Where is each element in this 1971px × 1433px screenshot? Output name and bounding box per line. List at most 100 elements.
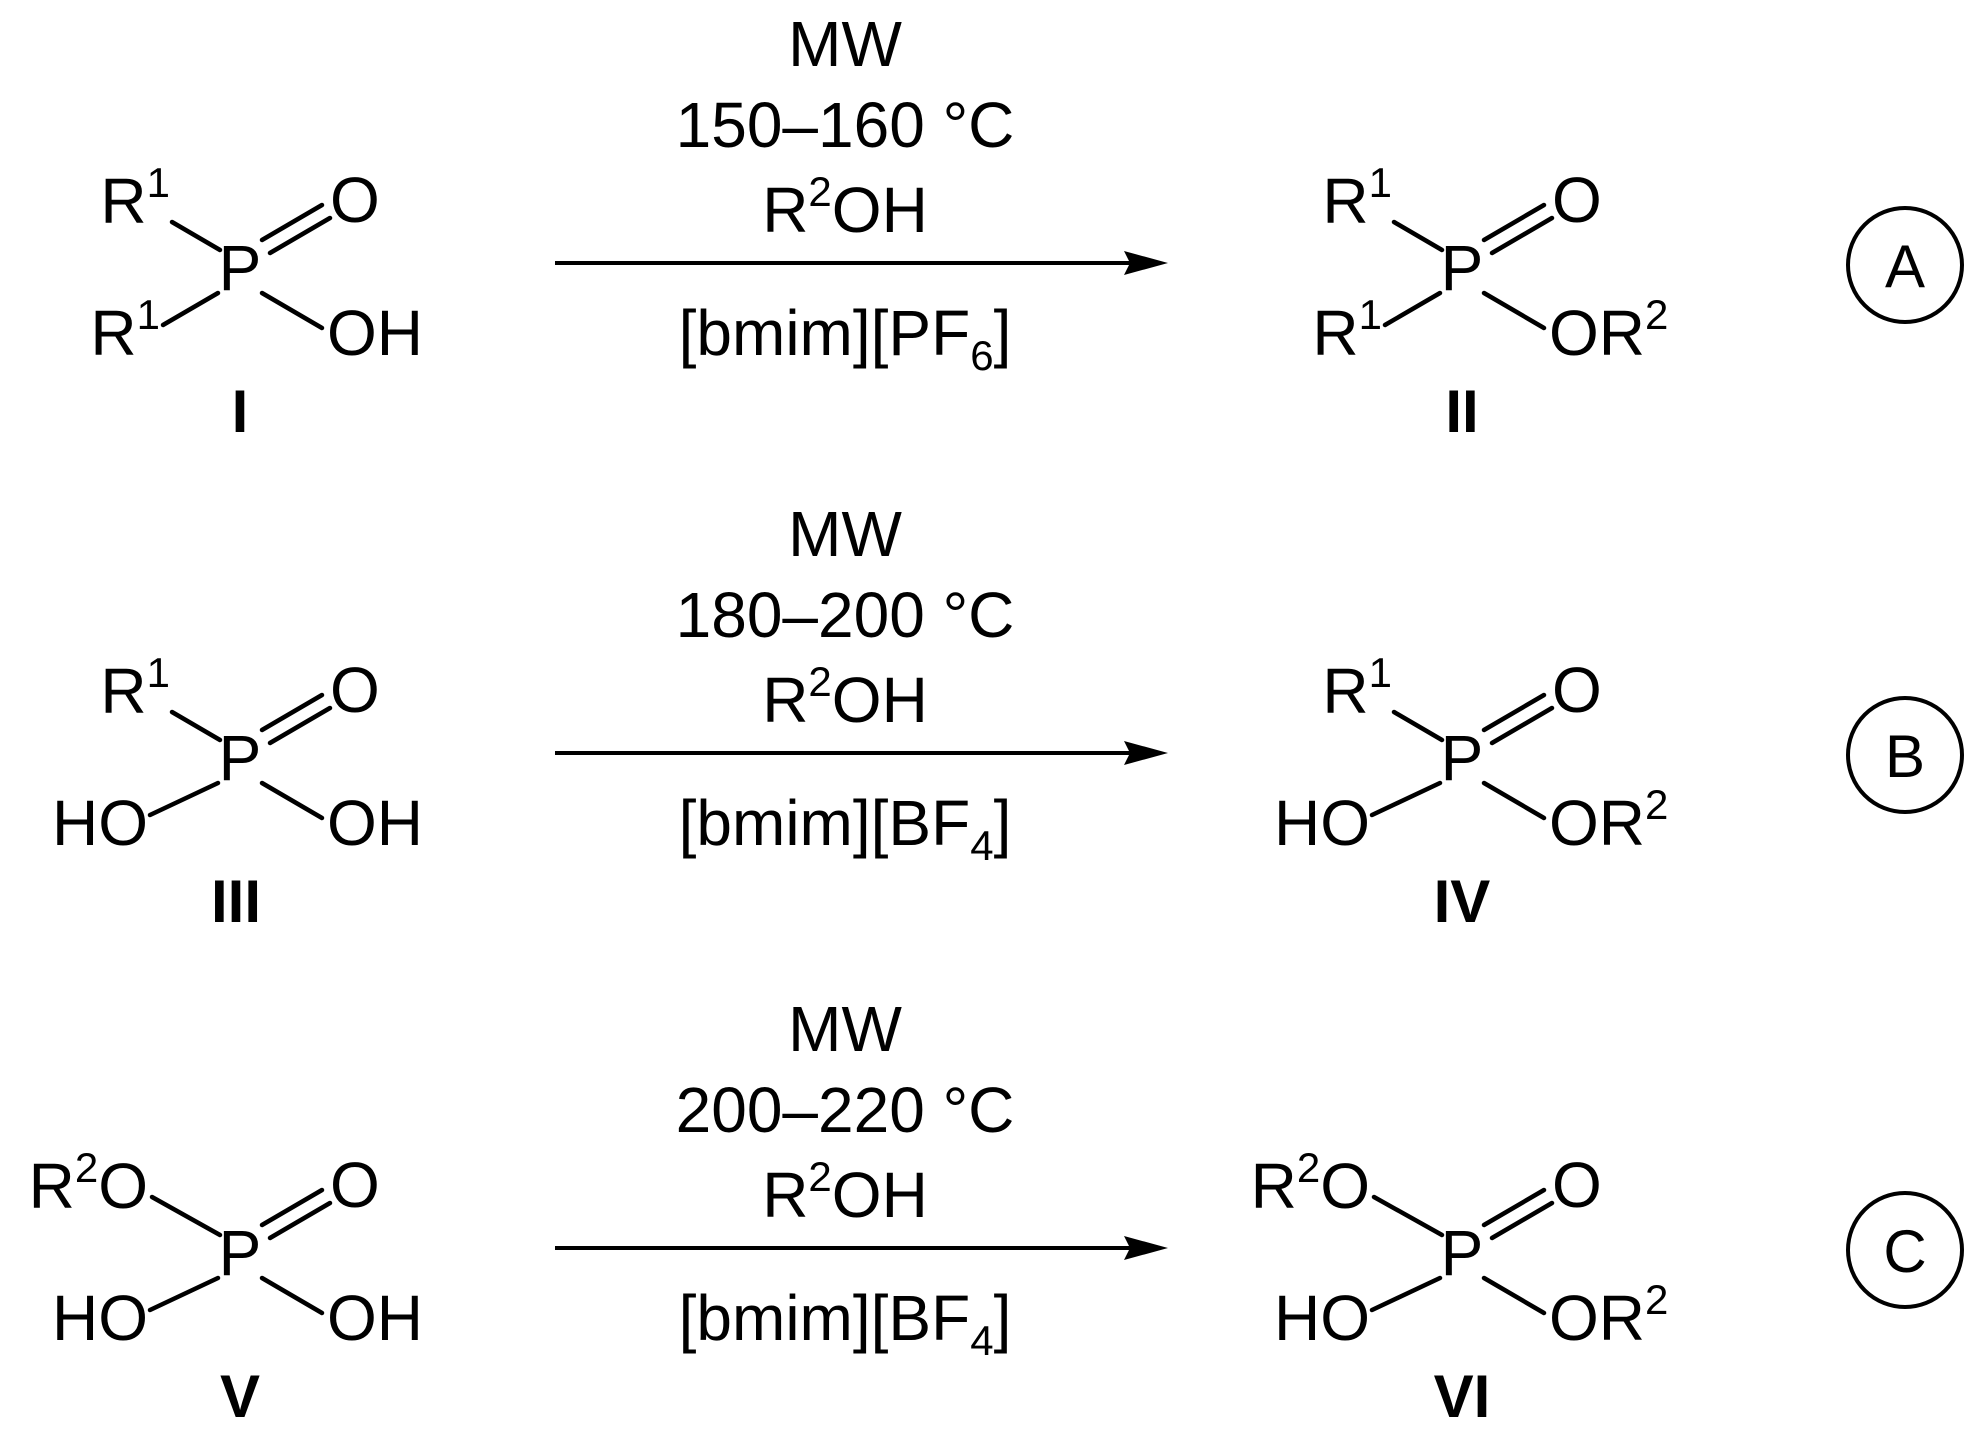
atom-oxo-oxygen: O bbox=[1552, 164, 1602, 236]
atom-oxo-oxygen: O bbox=[330, 1149, 380, 1221]
atom-phosphorus: P bbox=[1441, 1217, 1484, 1289]
atom-right-substituent: OR2 bbox=[1549, 291, 1668, 369]
atom-right-substituent: OR2 bbox=[1549, 1276, 1668, 1354]
bond-bottom bbox=[147, 1275, 221, 1313]
reaction-conditions: MW 150–160 °C R2OH [bmim][PF6] bbox=[555, 8, 1168, 379]
atom-top-substituent: R2O bbox=[1251, 1144, 1370, 1222]
compound-label: V bbox=[220, 1363, 260, 1430]
atom-top-substituent: R1 bbox=[100, 649, 170, 727]
atom-oxo-oxygen: O bbox=[1552, 654, 1602, 726]
atom-bottom-substituent: R1 bbox=[1312, 291, 1382, 369]
tag-letter: A bbox=[1885, 233, 1925, 300]
bond-bottom bbox=[1369, 1275, 1443, 1313]
tag-letter: B bbox=[1885, 723, 1925, 790]
condition-mw: MW bbox=[788, 8, 902, 80]
atom-oxo-oxygen: O bbox=[330, 654, 380, 726]
atom-phosphorus: P bbox=[219, 232, 262, 304]
reactant-i: R1 P O R1 OH I bbox=[90, 159, 423, 445]
arrowhead bbox=[1124, 741, 1168, 765]
bond-oxo-1 bbox=[1481, 1187, 1547, 1228]
atom-oxo-oxygen: O bbox=[330, 164, 380, 236]
bond-top bbox=[169, 709, 223, 743]
condition-solvent: [bmim][BF4] bbox=[679, 787, 1012, 869]
condition-reagent: R2OH bbox=[762, 658, 928, 736]
arrowhead bbox=[1124, 251, 1168, 275]
atom-right-substituent: OH bbox=[327, 1282, 423, 1354]
bond-oxo-1 bbox=[259, 692, 325, 733]
atom-oxo-oxygen: O bbox=[1552, 1149, 1602, 1221]
condition-reagent: R2OH bbox=[762, 168, 928, 246]
compound-label: I bbox=[232, 378, 249, 445]
atom-right-substituent: OH bbox=[327, 297, 423, 369]
bond-right bbox=[259, 780, 325, 821]
compound-label: II bbox=[1445, 378, 1478, 445]
bond-right bbox=[259, 290, 325, 331]
bond-bottom bbox=[1382, 290, 1443, 328]
bond-oxo-1 bbox=[259, 1187, 325, 1228]
tag-circle bbox=[1846, 696, 1964, 814]
arrowhead bbox=[1124, 1236, 1168, 1260]
atom-phosphorus: P bbox=[219, 1217, 262, 1289]
atom-phosphorus: P bbox=[219, 722, 262, 794]
atom-top-substituent: R1 bbox=[100, 159, 170, 237]
atom-phosphorus: P bbox=[1441, 232, 1484, 304]
reaction-conditions: MW 180–200 °C R2OH [bmim][BF4] bbox=[555, 498, 1168, 869]
bond-top bbox=[169, 219, 223, 253]
tag-letter: C bbox=[1883, 1218, 1926, 1285]
bond-oxo-2 bbox=[1489, 705, 1555, 746]
atom-bottom-substituent: HO bbox=[52, 787, 148, 859]
atom-right-substituent: OR2 bbox=[1549, 781, 1668, 859]
reaction-c: R2O P O HO OH V MW 200–220 °C R2OH [bmim… bbox=[29, 993, 1964, 1430]
tag-circle bbox=[1846, 1191, 1964, 1309]
atom-top-substituent: R1 bbox=[1322, 649, 1392, 727]
condition-mw: MW bbox=[788, 993, 902, 1065]
condition-reagent: R2OH bbox=[762, 1153, 928, 1231]
bond-oxo-1 bbox=[259, 202, 325, 243]
bond-oxo-1 bbox=[1481, 692, 1547, 733]
reaction-b: R1 P O HO OH III MW 180–200 °C R2OH [bmi… bbox=[52, 498, 1964, 935]
bond-right bbox=[259, 1275, 325, 1316]
bond-right bbox=[1481, 780, 1547, 821]
reaction-tag: C bbox=[1846, 1191, 1964, 1309]
bond-right bbox=[1481, 290, 1547, 331]
atom-bottom-substituent: HO bbox=[52, 1282, 148, 1354]
tag-circle bbox=[1846, 206, 1964, 324]
atom-right-substituent: OH bbox=[327, 787, 423, 859]
reactant-iii: R1 P O HO OH III bbox=[52, 649, 423, 935]
reaction-a: R1 P O R1 OH I MW 150–160 °C R2OH [bmim]… bbox=[90, 8, 1964, 445]
atom-phosphorus: P bbox=[1441, 722, 1484, 794]
compound-label: VI bbox=[1434, 1363, 1491, 1430]
condition-temperature: 200–220 °C bbox=[676, 1074, 1015, 1146]
atom-top-substituent: R1 bbox=[1322, 159, 1392, 237]
bond-top bbox=[1391, 219, 1445, 253]
bond-bottom bbox=[147, 780, 221, 818]
atom-bottom-substituent: HO bbox=[1274, 787, 1370, 859]
bond-top bbox=[149, 1194, 223, 1238]
atom-bottom-substituent: R1 bbox=[90, 291, 160, 369]
compound-label: III bbox=[211, 868, 261, 935]
product-vi: R2O P O HO OR2 VI bbox=[1251, 1144, 1669, 1430]
reaction-tag: B bbox=[1846, 696, 1964, 814]
bond-top bbox=[1391, 709, 1445, 743]
bond-top bbox=[1371, 1194, 1445, 1238]
compound-label: IV bbox=[1434, 868, 1491, 935]
condition-solvent: [bmim][PF6] bbox=[679, 297, 1012, 379]
reaction-tag: A bbox=[1846, 206, 1964, 324]
reaction-conditions: MW 200–220 °C R2OH [bmim][BF4] bbox=[555, 993, 1168, 1364]
product-ii: R1 P O R1 OR2 II bbox=[1312, 159, 1668, 445]
bond-oxo-2 bbox=[267, 705, 333, 746]
bond-oxo-2 bbox=[1489, 1200, 1555, 1241]
bond-oxo-1 bbox=[1481, 202, 1547, 243]
bond-right bbox=[1481, 1275, 1547, 1316]
atom-top-substituent: R2O bbox=[29, 1144, 148, 1222]
condition-temperature: 150–160 °C bbox=[676, 89, 1015, 161]
bond-oxo-2 bbox=[1489, 215, 1555, 256]
bond-oxo-2 bbox=[267, 1200, 333, 1241]
condition-temperature: 180–200 °C bbox=[676, 579, 1015, 651]
condition-mw: MW bbox=[788, 498, 902, 570]
product-iv: R1 P O HO OR2 IV bbox=[1274, 649, 1668, 935]
condition-solvent: [bmim][BF4] bbox=[679, 1282, 1012, 1364]
atom-bottom-substituent: HO bbox=[1274, 1282, 1370, 1354]
bond-oxo-2 bbox=[267, 215, 333, 256]
